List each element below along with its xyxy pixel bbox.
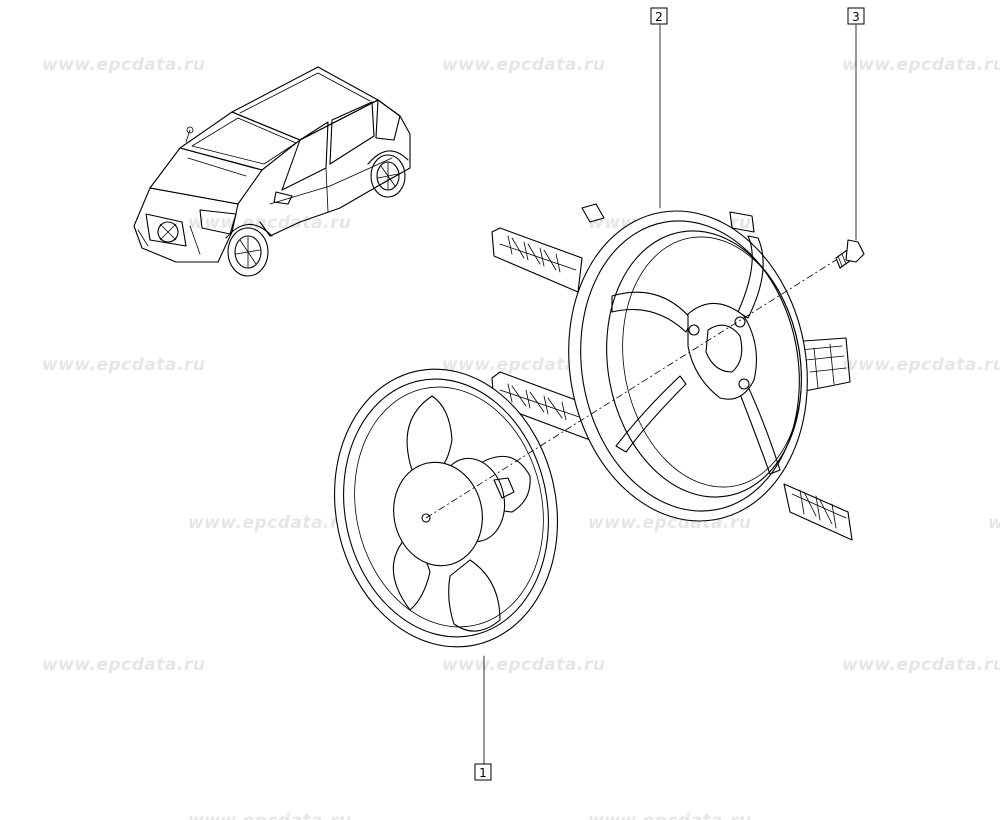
watermark: www.epcdata.ru — [842, 355, 1000, 375]
car-emblem — [157, 221, 179, 243]
callout-number: 3 — [852, 10, 860, 24]
motor-connector — [493, 477, 515, 499]
watermark: www.epcdata.ru — [442, 355, 605, 375]
front-wheel — [227, 227, 269, 277]
watermark: www.epcdata.ru — [442, 655, 605, 675]
callout-2: 2 — [650, 7, 668, 209]
watermark: www.epcdata.ru — [988, 513, 1000, 533]
fan-blade — [448, 559, 501, 632]
vehicle-illustration — [133, 66, 411, 277]
watermark: www.epcdata.ru — [842, 655, 1000, 675]
callout-number: 2 — [655, 10, 663, 24]
watermark: www.epcdata.ru — [42, 55, 205, 75]
bolt — [835, 239, 865, 269]
fan-assembly — [333, 368, 559, 648]
fan-blade — [406, 395, 453, 471]
watermark: www.epcdata.ru — [188, 811, 351, 820]
callout-1: 1 — [474, 655, 492, 781]
fan-shroud — [491, 203, 853, 541]
watermark-layer: www.epcdata.ru www.epcdata.ru www.epcdat… — [42, 55, 1000, 820]
watermark: www.epcdata.ru — [42, 355, 205, 375]
callout-3: 3 — [847, 7, 865, 241]
callout-number: 1 — [479, 766, 487, 780]
watermark: www.epcdata.ru — [588, 811, 751, 820]
watermark: www.epcdata.ru — [842, 55, 1000, 75]
fan-hub — [393, 461, 483, 567]
upper-left-bracket — [491, 227, 583, 293]
watermark: www.epcdata.ru — [188, 513, 351, 533]
assembly-axis — [425, 259, 837, 519]
lower-right-bracket — [783, 483, 853, 541]
watermark: www.epcdata.ru — [442, 55, 605, 75]
watermark: www.epcdata.ru — [42, 655, 205, 675]
rear-wheel — [370, 154, 406, 198]
